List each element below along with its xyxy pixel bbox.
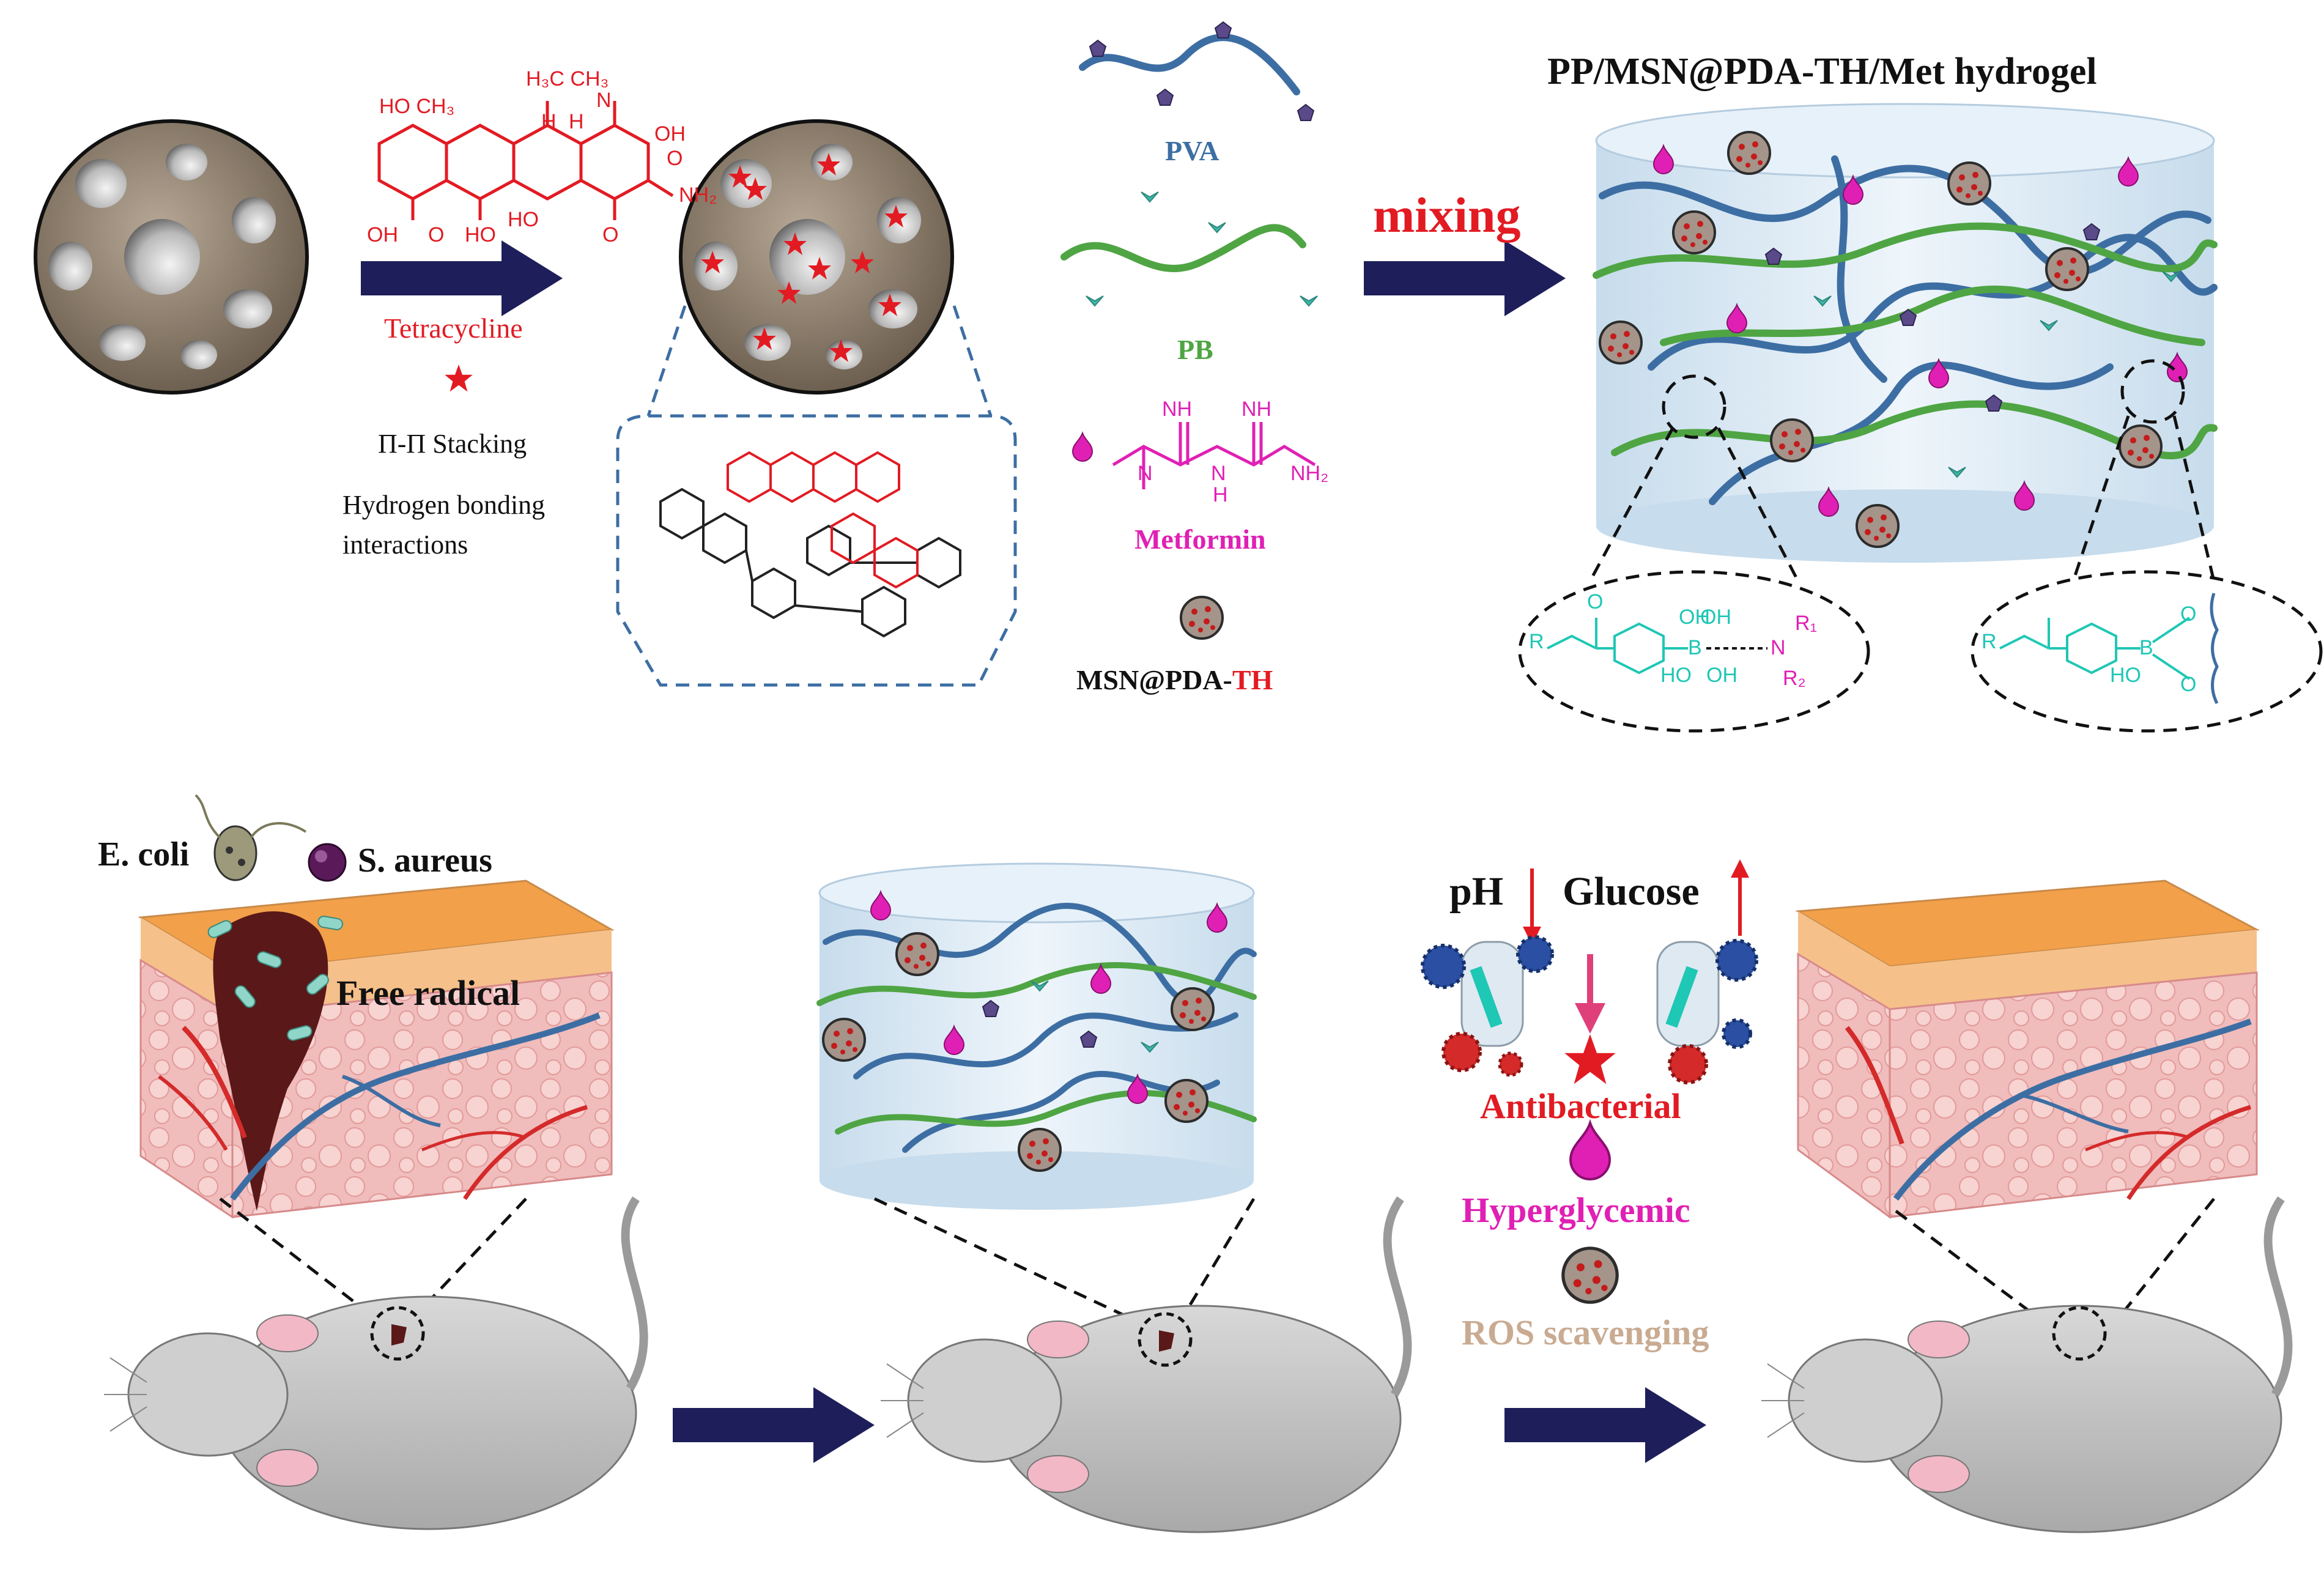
loaded-msn-sphere	[679, 119, 954, 394]
polydopamine-structure	[659, 487, 961, 638]
antibacterial-label: Antibacterial	[1480, 1086, 1681, 1126]
th-label: TH	[1232, 664, 1273, 695]
crosslink-ho: HO	[1660, 664, 1692, 687]
ros-scavenging-particle-icon	[1563, 1248, 1617, 1302]
glucose-up-arrow	[1731, 859, 1749, 936]
metformin-n-1: N	[1138, 462, 1153, 485]
crosslink-oh-3: OH	[1679, 606, 1710, 629]
drug-release-capsules	[1421, 935, 1758, 1084]
release-down-arrow	[1575, 954, 1605, 1034]
treatment-arrow-2	[1504, 1387, 1706, 1463]
treatment-arrow-1	[673, 1387, 875, 1463]
tetracycline-label: Tetracycline	[384, 313, 523, 344]
crosslink-b: B	[1688, 636, 1702, 659]
tetracycline-dimethyl: H₃C CH₃	[526, 67, 609, 91]
hyperglycemic-label: Hyperglycemic	[1462, 1190, 1690, 1230]
tetracycline-o1: O	[428, 223, 445, 246]
hyperglycemic-drop-icon	[1569, 1122, 1611, 1180]
tetracycline-o3: O	[667, 147, 683, 170]
healed-skin-block	[1795, 880, 2260, 1219]
crosslink-r1: R₁	[1795, 612, 1818, 635]
hydrogel-title: PP/MSN@PDA-TH/Met hydrogel	[1547, 51, 2097, 92]
mouse-healed	[1761, 1196, 2293, 1533]
tetracycline-oh-right: OH	[654, 122, 686, 146]
msn-pda-th-particle-icon	[1180, 596, 1224, 640]
mixing-arrow	[1364, 240, 1566, 316]
pi-stacking-label: Π-Π Stacking	[378, 429, 527, 459]
ph-down-arrow	[1523, 869, 1541, 945]
tetracycline-ho2: HO	[508, 208, 539, 231]
mouse-treated	[881, 1196, 1412, 1533]
wound-skin-block	[138, 880, 615, 1219]
tetracycline-ho1: HO	[465, 223, 496, 246]
pdm-zoom-callout	[616, 305, 1017, 687]
ros-scavenging-label: ROS scavenging	[1462, 1313, 1709, 1352]
crosslink-o-2: O	[2180, 602, 2197, 626]
crosslink-b-2: B	[2139, 636, 2153, 659]
hydrogel-cylinder	[1593, 103, 2218, 563]
crosslink-n: N	[1771, 636, 1786, 659]
empty-msn-sphere	[34, 119, 309, 394]
tetracycline-n: N	[596, 89, 612, 112]
boronate-amine-structure	[1547, 618, 1767, 675]
metformin-nh-2: NH	[1242, 398, 1272, 421]
crosslink-r: R	[1529, 630, 1544, 653]
boronate-ester-structure	[1999, 593, 2219, 705]
crosslink-o: O	[1587, 590, 1604, 613]
msn-pda-label: MSN@PDA-	[1076, 664, 1232, 695]
antibacterial-star-icon	[1564, 1034, 1616, 1084]
pva-label: PVA	[1165, 135, 1219, 166]
crosslink-oh-1: OH	[1700, 606, 1731, 629]
crosslink-r2: R₂	[1783, 667, 1806, 690]
metformin-h: H	[1213, 483, 1228, 506]
saureus-icon	[308, 843, 347, 882]
ph-label: pH	[1449, 869, 1504, 914]
saureus-label: S. aureus	[358, 842, 492, 880]
crosslink-callout-lines	[1518, 359, 2323, 733]
pb-label: PB	[1177, 334, 1213, 365]
interactions-label: interactions	[342, 530, 468, 560]
tetracycline-nh2: NH₂	[679, 183, 717, 207]
hydrogen-bonding-label: Hydrogen bonding	[342, 490, 546, 520]
metformin-structure	[1112, 422, 1316, 489]
ecoli-label: E. coli	[98, 835, 190, 873]
tetracycline-h1: H	[541, 110, 557, 133]
metformin-label: Metformin	[1134, 524, 1266, 555]
metformin-nh2: NH₂	[1290, 462, 1329, 485]
ecoli-icon	[194, 794, 307, 881]
tetracycline-o2: O	[602, 223, 619, 246]
crosslink-r-2: R	[1982, 630, 1997, 653]
tetracycline-oh-bottom: OH	[367, 223, 398, 246]
msn-pda-th-label: MSN@PDA-TH	[1076, 664, 1273, 696]
tetracycline-ho-ch3: HO CH₃	[379, 95, 455, 118]
free-radical-label: Free radical	[336, 973, 520, 1013]
metformin-n-2: N	[1211, 462, 1226, 485]
loading-arrow	[361, 240, 563, 316]
applied-hydrogel-cylinder	[816, 862, 1257, 1210]
crosslink-ho-2: HO	[2110, 664, 2141, 687]
crosslink-oh-2: OH	[1706, 664, 1737, 687]
metformin-drop-icon	[1072, 432, 1093, 462]
tetracycline-star-icon	[445, 365, 473, 392]
mouse-zoom-lines	[219, 1197, 2215, 1329]
mixing-label: mixing	[1373, 187, 1521, 243]
glucose-label: Glucose	[1563, 869, 1700, 914]
pva-chain	[1079, 21, 1314, 121]
pb-chain	[1060, 191, 1318, 306]
tetracycline-h2: H	[569, 110, 584, 133]
tetracycline-structure	[377, 101, 674, 220]
mouse-wounded	[104, 1196, 648, 1530]
metformin-nh-1: NH	[1162, 398, 1193, 421]
bound-tetracycline-structure	[727, 451, 919, 589]
crosslink-o-3: O	[2180, 673, 2197, 696]
